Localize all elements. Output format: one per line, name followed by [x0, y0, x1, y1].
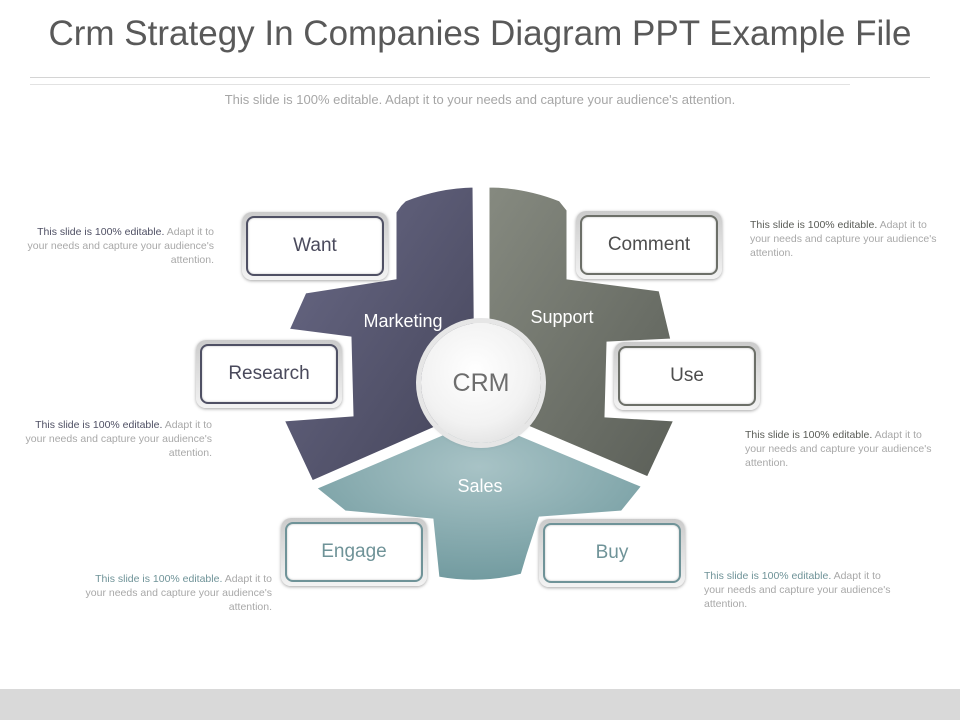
note-comment-text: Adapt it to your needs and capture your …: [750, 219, 937, 259]
note-want-text: Adapt it to your needs and capture your …: [27, 226, 214, 266]
note-buy: This slide is 100% editable. Adapt it to…: [704, 569, 894, 611]
note-buy-lead: This slide is 100% editable.: [704, 570, 832, 582]
note-comment-lead: This slide is 100% editable.: [750, 219, 878, 231]
engage-label: Engage: [285, 522, 423, 582]
note-want-lead: This slide is 100% editable.: [37, 226, 165, 238]
note-use-text: Adapt it to your needs and capture your …: [745, 429, 932, 469]
use-label: Use: [618, 346, 756, 406]
buy-box[interactable]: Buy: [539, 519, 685, 587]
note-comment: This slide is 100% editable. Adapt it to…: [750, 218, 940, 260]
divider-line-secondary: [30, 84, 850, 85]
use-box[interactable]: Use: [614, 342, 760, 410]
subtitle: This slide is 100% editable. Adapt it to…: [224, 92, 736, 107]
note-research: This slide is 100% editable. Adapt it to…: [22, 418, 212, 460]
note-engage-text: Adapt it to your needs and capture your …: [85, 573, 272, 613]
comment-box[interactable]: Comment: [576, 211, 722, 279]
want-box[interactable]: Want: [242, 212, 388, 280]
comment-label: Comment: [580, 215, 718, 275]
note-want: This slide is 100% editable. Adapt it to…: [24, 225, 214, 267]
buy-label: Buy: [543, 523, 681, 583]
research-box[interactable]: Research: [196, 340, 342, 408]
divider-line: [30, 77, 930, 78]
note-research-lead: This slide is 100% editable.: [35, 419, 163, 431]
footer-bar: [0, 689, 960, 720]
note-use: This slide is 100% editable. Adapt it to…: [745, 428, 935, 470]
note-engage: This slide is 100% editable. Adapt it to…: [82, 572, 272, 614]
page-title: Crm Strategy In Companies Diagram PPT Ex…: [48, 14, 912, 53]
want-label: Want: [246, 216, 384, 276]
note-buy-text: Adapt it to your needs and capture your …: [704, 570, 891, 610]
note-engage-lead: This slide is 100% editable.: [95, 573, 223, 585]
note-use-lead: This slide is 100% editable.: [745, 429, 873, 441]
crm-center-circle[interactable]: CRM: [421, 323, 541, 443]
sales-label: Sales: [457, 476, 503, 496]
note-research-text: Adapt it to your needs and capture your …: [25, 419, 212, 459]
marketing-label: Marketing: [363, 311, 443, 331]
sales-segment[interactable]: [312, 416, 646, 583]
support-label: Support: [530, 307, 594, 327]
engage-box[interactable]: Engage: [281, 518, 427, 586]
research-label: Research: [200, 344, 338, 404]
